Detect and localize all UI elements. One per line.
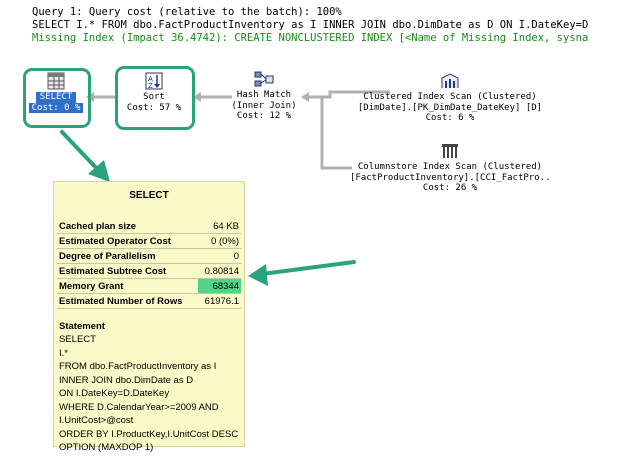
sort-icon: A Z bbox=[145, 72, 163, 90]
property-value: 0.80814 bbox=[198, 263, 241, 279]
columnstore-index-scan-cost: Cost: 26 % bbox=[422, 183, 478, 193]
table-row: Estimated Number of Rows 61976.1 bbox=[57, 293, 241, 309]
hash-match-label: Hash Match bbox=[236, 90, 292, 100]
select-cost: Cost: 0 % bbox=[28, 102, 84, 113]
tooltip-title: SELECT bbox=[129, 190, 169, 201]
hash-match-sub: (Inner Join) bbox=[231, 100, 297, 111]
property-value: 64 KB bbox=[198, 219, 241, 234]
columnstore-index-scan-node[interactable]: Columnstore Index Scan (Clustered) [Fact… bbox=[350, 142, 550, 194]
properties-table: Cached plan size 64 KB Estimated Operato… bbox=[57, 219, 241, 309]
statement-line: ORDER BY I.ProductKey,I.UnitCost DESC bbox=[59, 428, 239, 440]
table-row: Memory Grant 68344 bbox=[57, 278, 241, 294]
property-key: Estimated Operator Cost bbox=[57, 233, 199, 249]
clustered-index-scan-label: Clustered Index Scan (Clustered) bbox=[363, 92, 537, 102]
select-icon bbox=[47, 72, 65, 90]
property-key: Estimated Subtree Cost bbox=[57, 263, 199, 279]
clustered-index-scan-icon bbox=[441, 73, 459, 88]
property-value: 0 bbox=[198, 248, 241, 264]
statement-line: I.UnitCost>@cost bbox=[59, 415, 134, 426]
columnstore-index-scan-icon bbox=[442, 144, 458, 158]
memory-grant-key: Memory Grant bbox=[57, 278, 199, 294]
statement-line: SELECT bbox=[59, 334, 96, 345]
svg-text:Z: Z bbox=[148, 82, 153, 90]
clustered-index-scan-node[interactable]: Clustered Index Scan (Clustered) [DimDat… bbox=[350, 72, 550, 124]
query-cost-line: Query 1: Query cost (relative to the bat… bbox=[32, 6, 342, 18]
sort-cost: Cost: 57 % bbox=[126, 102, 182, 113]
property-value: 61976.1 bbox=[198, 293, 241, 309]
clustered-index-scan-sub: [DimDate].[PK_DimDate_DateKey] [D] bbox=[357, 102, 543, 113]
sql-text-line: SELECT I.* FROM dbo.FactProductInventory… bbox=[32, 19, 589, 31]
arrow-head-down bbox=[88, 160, 110, 182]
arrow-head-left bbox=[248, 264, 268, 286]
select-properties-tooltip: SELECT Cached plan size 64 KB Estimated … bbox=[53, 181, 245, 453]
statement-line: OPTION (MAXDOP 1) bbox=[59, 442, 154, 453]
statement-title: Statement bbox=[59, 321, 105, 332]
statement-line: FROM dbo.FactProductInventory as I bbox=[59, 361, 217, 372]
table-row: Degree of Parallelism 0 bbox=[57, 248, 241, 264]
statement-line: ON I.DateKey=D.DateKey bbox=[59, 388, 170, 399]
property-value: 0 (0%) bbox=[198, 233, 241, 249]
statement-line: I.* bbox=[59, 347, 68, 359]
table-row: Cached plan size 64 KB bbox=[57, 219, 241, 234]
hash-match-icon bbox=[254, 71, 274, 87]
select-node[interactable]: SELECT Cost: 0 % bbox=[27, 72, 85, 113]
clustered-index-scan-cost: Cost: 6 % bbox=[425, 113, 475, 123]
statement-line: INNER JOIN dbo.DimDate as D bbox=[59, 374, 194, 386]
sort-label: Sort bbox=[143, 92, 165, 102]
statement-line: WHERE D.CalendarYear>=2009 AND bbox=[59, 401, 219, 413]
hash-match-node[interactable]: Hash Match (Inner Join) Cost: 12 % bbox=[224, 70, 304, 122]
table-row: Estimated Operator Cost 0 (0%) bbox=[57, 233, 241, 249]
table-row: Estimated Subtree Cost 0.80814 bbox=[57, 263, 241, 279]
columnstore-index-scan-sub: [FactProductInventory].[CCI_FactPro.. bbox=[350, 172, 551, 183]
property-key: Estimated Number of Rows bbox=[57, 293, 199, 309]
property-key: Degree of Parallelism bbox=[57, 248, 199, 264]
sort-highlight bbox=[115, 66, 195, 130]
sort-node[interactable]: A Z Sort Cost: 57 % bbox=[120, 72, 188, 113]
memory-grant-value: 68344 bbox=[198, 278, 241, 294]
select-label: SELECT bbox=[35, 92, 77, 103]
missing-index-line[interactable]: Missing Index (Impact 36.4742): CREATE N… bbox=[32, 32, 589, 44]
property-key: Cached plan size bbox=[57, 219, 199, 234]
select-highlight bbox=[23, 68, 91, 128]
svg-text:A: A bbox=[148, 75, 153, 83]
columnstore-index-scan-label: Columnstore Index Scan (Clustered) bbox=[357, 162, 543, 172]
hash-match-cost: Cost: 12 % bbox=[236, 111, 292, 121]
